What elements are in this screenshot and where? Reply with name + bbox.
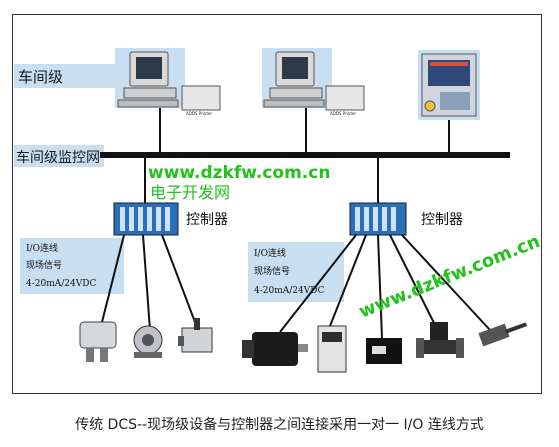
printer-label-2: ADDS Printer (330, 111, 356, 116)
network-band (14, 145, 104, 167)
field-device-pump (133, 325, 163, 358)
network-bus (100, 152, 510, 158)
signal-spec-label-2: 4-20mA/24VDC (254, 286, 324, 296)
field-device-drive (317, 325, 347, 373)
workstation-2: ADDS Printer (262, 48, 365, 152)
operator-panel (418, 50, 480, 152)
signal-spec-label-1: 4-20mA/24VDC (26, 279, 96, 289)
io-line-label-2: I/O连线 (254, 247, 286, 259)
field-device-flowmeter (416, 322, 464, 358)
panel-knob-icon (424, 100, 436, 112)
diagram-frame (12, 14, 542, 394)
network-level-label: 车间级监控网 (16, 149, 100, 166)
printer-label-1: ADDS Printer (186, 111, 212, 116)
workshop-band (14, 64, 124, 88)
controller-label-2: 控制器 (421, 212, 463, 228)
controller-2: 控制器 I/O连线 现场信号 4-20mA/24VDC (248, 158, 491, 339)
io-line-label-1: I/O连线 (26, 242, 58, 254)
workstation-1: ADDS Printer (115, 48, 221, 152)
printer-icon (181, 85, 221, 111)
watermark-site-top: www.dzkfw.com.cn (148, 163, 330, 183)
figure-caption: 传统 DCS--现场级设备与控制器之间连接采用一对一 I/O 连线方式 (75, 417, 484, 433)
controller-label-1: 控制器 (186, 212, 228, 228)
workshop-level-label: 车间级 (18, 68, 63, 86)
field-device-sensor (478, 322, 528, 347)
watermark-site-right: www.dzkfw.com.cn (356, 231, 543, 323)
keyboard-icon (263, 99, 325, 108)
watermark-site-top-cn: 电子开发网 (150, 183, 230, 202)
field-device-display (366, 338, 402, 364)
controller-1: 控制器 I/O连线 现场信号 4-20mA/24VDC (20, 158, 228, 331)
keyboard-icon (117, 99, 179, 108)
field-signal-label-1: 现场信号 (26, 259, 62, 271)
field-device-motor (242, 332, 308, 366)
printer-icon (325, 85, 365, 111)
field-signal-label-2: 现场信号 (254, 265, 290, 277)
field-device-valve-2 (178, 318, 213, 353)
field-device-valve-1 (79, 321, 117, 362)
